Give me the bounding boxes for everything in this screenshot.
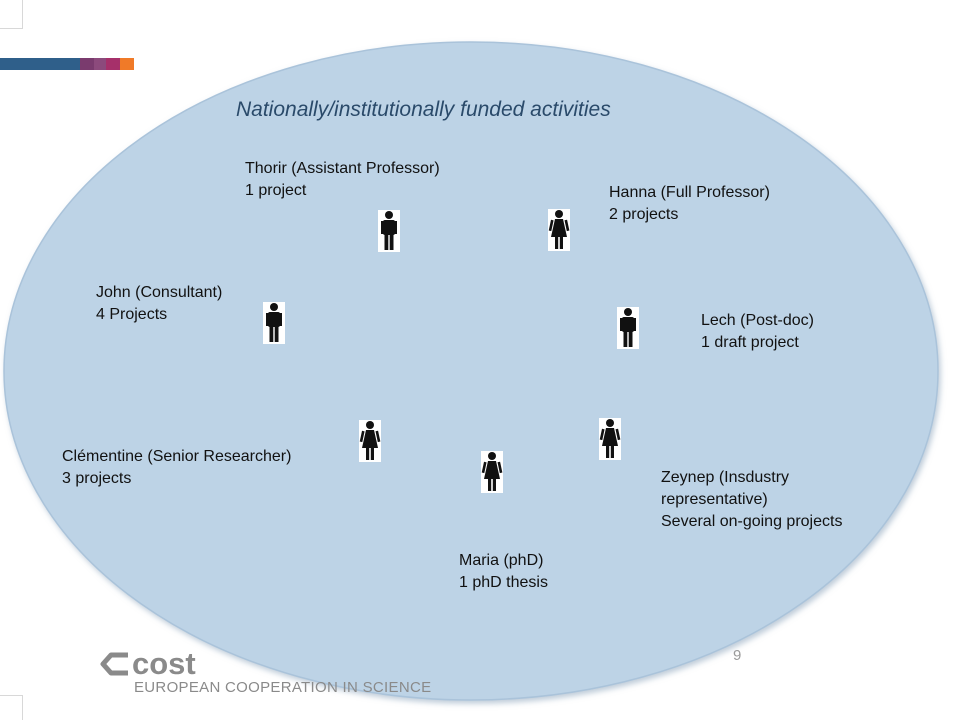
- page-number: 9: [733, 647, 742, 664]
- cost-logo-text: cost: [132, 650, 196, 678]
- header-band-mauve: [94, 58, 106, 70]
- header-band-purple: [80, 58, 94, 70]
- header-band-magenta: [106, 58, 120, 70]
- male-figure-icon: [617, 307, 639, 349]
- person-name: Thorir (Assistant Professor): [245, 160, 440, 177]
- female-figure-icon: [599, 418, 621, 460]
- person-label-lech: Lech (Post-doc) 1 draft project: [701, 310, 814, 354]
- female-figure-icon: [481, 451, 503, 493]
- corner-crop-mark-bottom: [0, 695, 23, 720]
- header-band-blue: [0, 58, 80, 70]
- person-name: Clémentine (Senior Researcher): [62, 448, 292, 465]
- person-label-hanna: Hanna (Full Professor) 2 projects: [609, 182, 770, 226]
- person-name-line2: representative): [661, 491, 768, 508]
- person-detail: 1 draft project: [701, 334, 799, 351]
- person-detail: 1 project: [245, 182, 307, 199]
- person-label-john: John (Consultant) 4 Projects: [96, 282, 222, 326]
- header-band-orange: [120, 58, 134, 70]
- person-detail: 3 projects: [62, 470, 132, 487]
- person-detail: Several on-going projects: [661, 513, 843, 530]
- male-figure-icon: [378, 210, 400, 252]
- female-figure-icon: [359, 420, 381, 462]
- female-figure-icon: [548, 209, 570, 251]
- cost-logo-icon: cost: [100, 650, 196, 678]
- person-name: Maria (phD): [459, 552, 544, 569]
- person-detail: 4 Projects: [96, 306, 168, 323]
- person-detail: 1 phD thesis: [459, 574, 548, 591]
- corner-crop-mark-top: [0, 0, 23, 29]
- person-label-zeynep: Zeynep (Insdustry representative) Severa…: [661, 467, 842, 533]
- person-name: John (Consultant): [96, 284, 223, 301]
- person-name: Hanna (Full Professor): [609, 184, 770, 201]
- person-name: Lech (Post-doc): [701, 312, 814, 329]
- person-name: Zeynep (Insdustry: [661, 469, 790, 486]
- male-figure-icon: [263, 302, 285, 344]
- person-label-thorir: Thorir (Assistant Professor) 1 project: [245, 158, 440, 202]
- person-label-clementine: Clémentine (Senior Researcher) 3 project…: [62, 446, 291, 490]
- person-label-maria: Maria (phD) 1 phD thesis: [459, 550, 548, 594]
- cost-logo-subtitle: EUROPEAN COOPERATION IN SCIENCE: [134, 679, 432, 696]
- diagram-title: Nationally/institutionally funded activi…: [236, 98, 611, 121]
- person-detail: 2 projects: [609, 206, 679, 223]
